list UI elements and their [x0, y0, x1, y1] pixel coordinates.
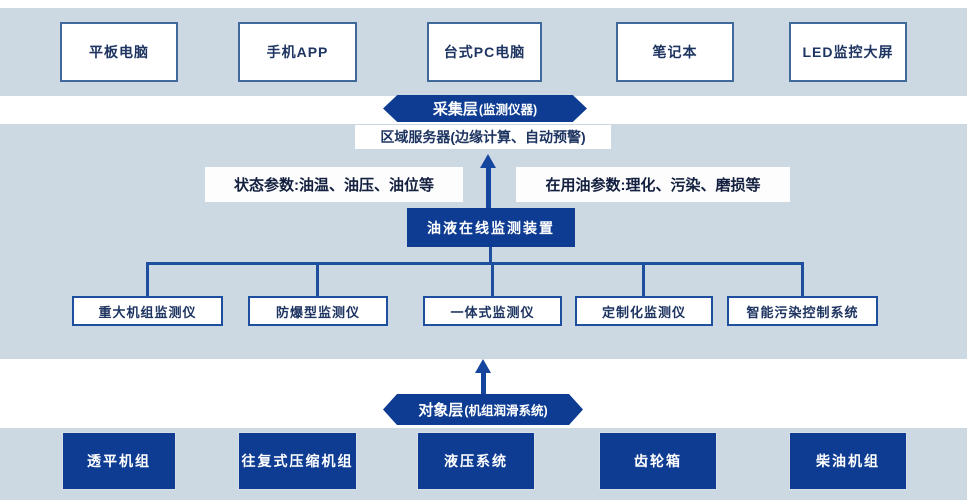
up-arrow2-icon: [475, 359, 491, 373]
connector-drop-1: [146, 264, 149, 297]
instrument-box-major-unit: 重大机组监测仪: [72, 296, 223, 326]
equipment-box-diesel-unit: 柴油机组: [789, 432, 907, 490]
terminal-box-tablet: 平板电脑: [60, 22, 178, 82]
terminal-box-laptop: 笔记本: [616, 22, 734, 82]
equipment-box-hydraulic-system: 液压系统: [417, 432, 535, 490]
up-arrow-icon: [480, 154, 496, 168]
collection-layer-subtitle: (监测仪器): [478, 103, 538, 117]
collection-layer-title: 采集层: [432, 101, 478, 118]
instrument-box-integrated: 一体式监测仪: [423, 296, 562, 326]
connector-trunk: [489, 247, 492, 263]
instrument-box-pollution-control: 智能污染控制系统: [727, 296, 878, 326]
equipment-box-turbine: 透平机组: [62, 432, 176, 490]
up-arrow2-shaft: [481, 372, 486, 394]
object-layer-pill: 对象层 (机组润滑系统): [383, 394, 583, 425]
object-layer-title: 对象层: [418, 402, 464, 419]
connector-drop-2: [316, 264, 319, 297]
equipment-box-gearbox: 齿轮箱: [599, 432, 717, 490]
monitor-device-box: 油液在线监测装置: [407, 208, 575, 247]
state-params-label: 状态参数:油温、油压、油位等: [205, 167, 463, 202]
oil-params-label: 在用油参数:理化、污染、磨损等: [516, 167, 790, 202]
connector-drop-3: [491, 264, 494, 297]
collection-layer-pill: 采集层 (监测仪器): [383, 95, 587, 122]
regional-server-box: 区域服务器(边缘计算、自动预警): [355, 125, 611, 149]
up-arrow-shaft: [486, 167, 491, 210]
object-layer-subtitle: (机组润滑系统): [464, 404, 548, 418]
terminal-box-phone-app: 手机APP: [238, 22, 357, 82]
connector-drop-4: [642, 264, 645, 297]
connector-horizontal: [146, 262, 804, 265]
instrument-box-explosion-proof: 防爆型监测仪: [248, 296, 388, 326]
terminal-box-led-screen: LED监控大屏: [789, 22, 907, 82]
equipment-box-reciprocating-compressor: 往复式压缩机组: [238, 432, 357, 490]
instrument-box-customized: 定制化监测仪: [575, 296, 713, 326]
terminal-box-desktop-pc: 台式PC电脑: [427, 22, 542, 82]
connector-drop-5: [801, 264, 804, 297]
